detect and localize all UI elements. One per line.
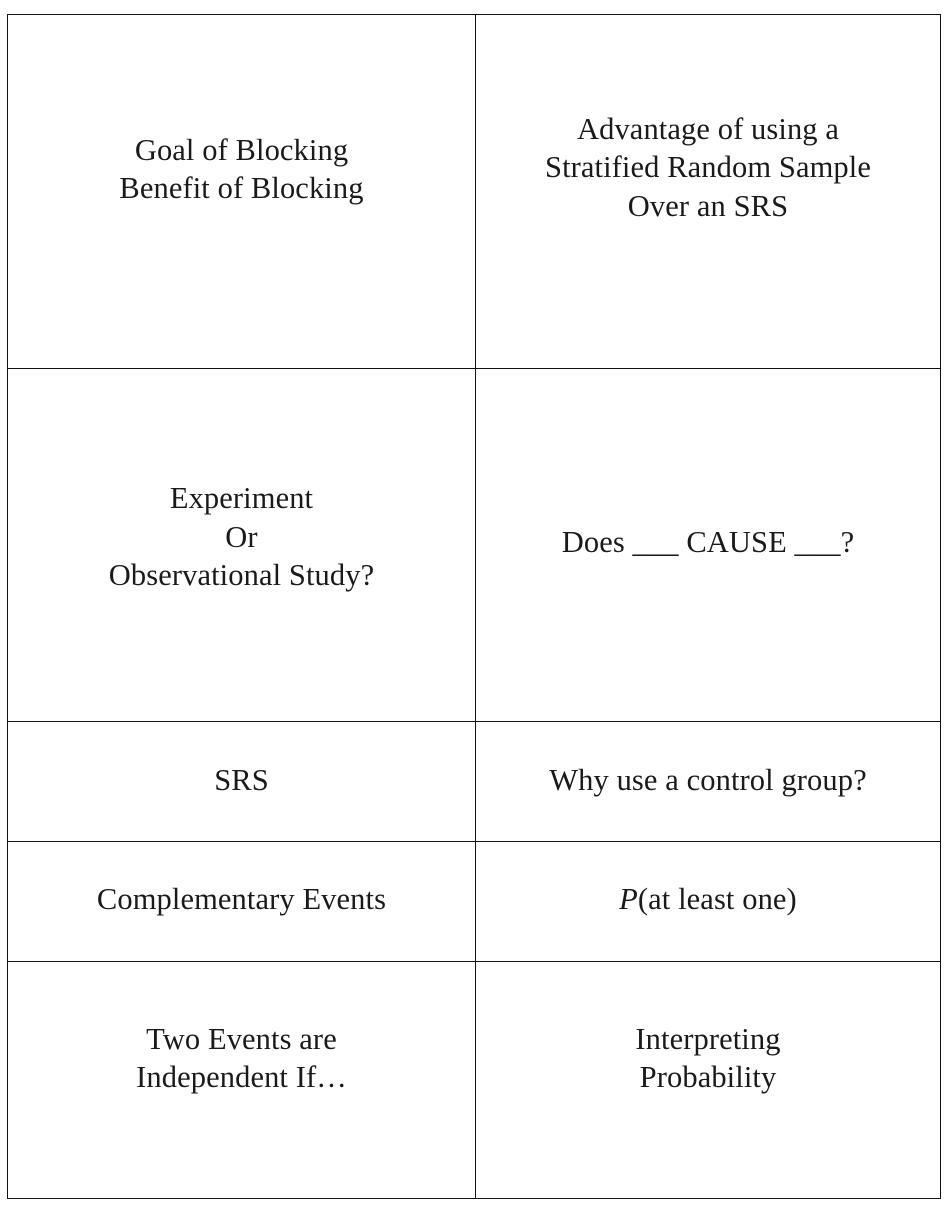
table-row: Goal of Blocking Benefit of Blocking Adv… (7, 14, 941, 369)
flashcard-text-r1c1: Goal of Blocking Benefit of Blocking (119, 132, 364, 206)
flashcard-table-body: Goal of Blocking Benefit of Blocking Adv… (7, 14, 941, 1199)
flashcard-cell-r2c1[interactable]: Experiment Or Observational Study? (7, 367, 476, 723)
table-row: Complementary Events P(at least one) (7, 841, 941, 963)
flashcard-text-r4c1: Complementary Events (96, 882, 387, 917)
flashcard-cell-r3c1[interactable]: SRS (7, 721, 476, 843)
flashcard-text-r5c1: Two Events are Independent If… (136, 1021, 347, 1095)
flashcard-cell-r1c2[interactable]: Advantage of using a Stratified Random S… (475, 14, 941, 369)
flashcard-text-r3c2: Why use a control group? (549, 762, 867, 797)
flashcard-cell-r5c1[interactable]: Two Events are Independent If… (7, 961, 476, 1199)
flashcard-cell-r4c1[interactable]: Complementary Events (7, 841, 476, 963)
flashcard-table: Goal of Blocking Benefit of Blocking Adv… (7, 14, 941, 1199)
flashcard-cell-r1c1[interactable]: Goal of Blocking Benefit of Blocking (7, 14, 476, 369)
flashcard-cell-r5c2[interactable]: Interpreting Probability (475, 961, 941, 1199)
table-row: Two Events are Independent If… Interpret… (7, 961, 941, 1199)
flashcard-text-r2c1: Experiment Or Observational Study? (108, 481, 375, 593)
flashcard-cell-r2c2[interactable]: Does ___ CAUSE ___? (475, 367, 941, 723)
flashcard-text-r5c2: Interpreting Probability (635, 1021, 781, 1095)
table-row: Experiment Or Observational Study? Does … (7, 367, 941, 723)
table-row: SRS Why use a control group? (7, 721, 941, 843)
flashcard-cell-r3c2[interactable]: Why use a control group? (475, 721, 941, 843)
probability-expression: (at least one) (637, 882, 797, 917)
flashcard-text-r1c2: Advantage of using a Stratified Random S… (545, 111, 871, 223)
flashcard-cell-r4c2[interactable]: P(at least one) (475, 841, 941, 963)
flashcard-text-r4c2: P(at least one) (476, 880, 940, 918)
flashcard-text-r2c2: Does ___ CAUSE ___? (561, 524, 855, 559)
flashcard-text-r3c1: SRS (214, 762, 269, 797)
probability-symbol: P (619, 882, 638, 917)
